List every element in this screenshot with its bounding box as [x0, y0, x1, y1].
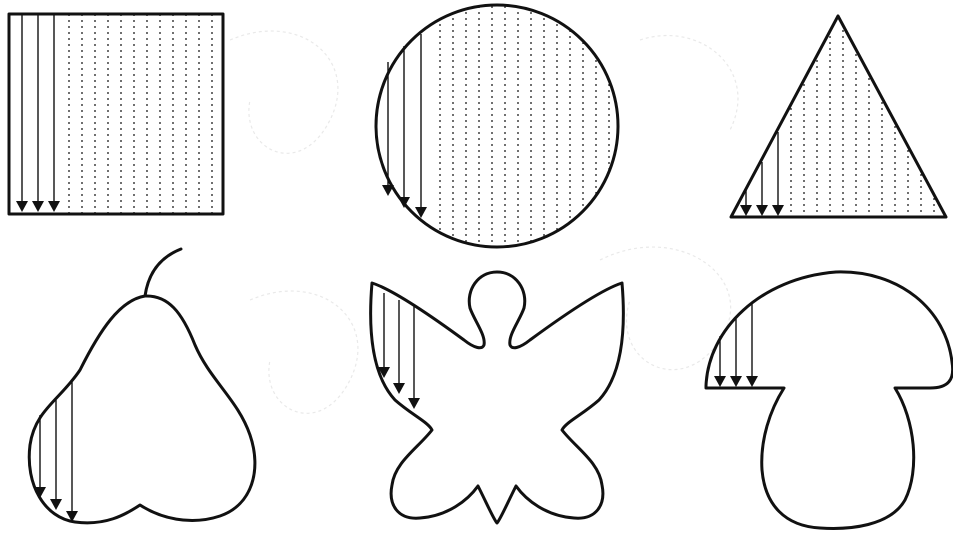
mushroom-outline [706, 272, 953, 529]
triangle-example-arrows [740, 132, 784, 216]
mushroom-example-arrows [714, 302, 758, 387]
pear-stem [145, 249, 181, 296]
example-arrow [415, 34, 427, 218]
example-arrow [50, 400, 62, 510]
example-arrow [746, 302, 758, 387]
example-arrow [393, 300, 405, 394]
example-arrow [378, 293, 390, 378]
example-arrow [408, 306, 420, 409]
example-arrow [756, 162, 768, 216]
example-arrow [16, 14, 28, 212]
pear-shape [29, 249, 255, 523]
example-arrow [730, 319, 742, 387]
example-arrow [48, 14, 60, 212]
background-pattern [230, 31, 738, 413]
mushroom-shape [706, 272, 953, 529]
example-arrow [772, 132, 784, 216]
butterfly-outline [371, 272, 624, 523]
triangle-guide-lines [791, 0, 934, 220]
pear-outline [29, 296, 255, 523]
square-shape [9, 14, 223, 214]
circle-example-arrows [382, 34, 427, 218]
triangle-shape [731, 0, 946, 220]
circle-outline [376, 5, 618, 247]
square-outline [9, 14, 223, 214]
square-guide-lines [69, 14, 212, 214]
example-arrow [398, 46, 410, 208]
butterfly-shape [371, 272, 624, 523]
circle-shape [376, 0, 618, 250]
square-example-arrows [16, 14, 60, 212]
example-arrow [66, 382, 78, 522]
triangle-outline [731, 16, 946, 217]
butterfly-example-arrows [378, 293, 420, 409]
example-arrow [32, 14, 44, 212]
